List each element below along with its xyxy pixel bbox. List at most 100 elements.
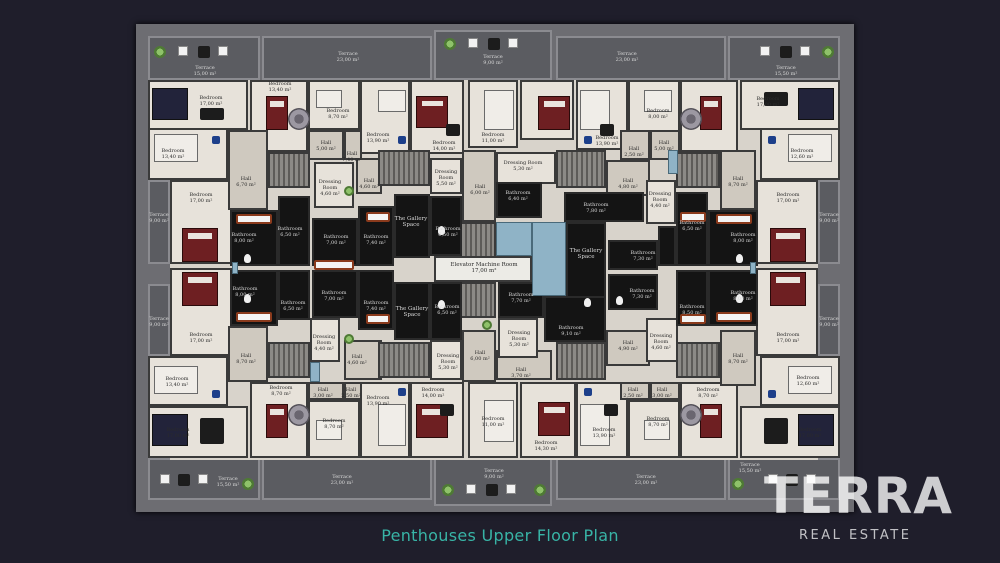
room-label: The Gallery Space	[394, 216, 428, 228]
table	[486, 484, 498, 496]
dressing-room-1	[314, 162, 354, 208]
hall-19	[650, 382, 680, 400]
room-label: Terrace 15,50 m²	[216, 476, 240, 488]
chair	[468, 38, 478, 48]
bed	[798, 88, 834, 120]
terrace-side-left-1	[148, 180, 170, 264]
toilet	[616, 296, 623, 305]
table	[780, 46, 792, 58]
chair	[212, 136, 220, 144]
chair	[218, 46, 228, 56]
room-label: Terrace 9,00 m²	[819, 212, 839, 224]
room-label: Bedroom 14,30 m²	[534, 440, 558, 452]
glass-atrium-1	[496, 222, 532, 256]
staircase-2	[378, 150, 430, 186]
room-label: Hall 5,00 m²	[316, 140, 336, 152]
room-label: Bathroom 8,00 m²	[231, 232, 257, 244]
bathtub	[236, 214, 272, 224]
room-label: Terrace 9,00 m²	[819, 316, 839, 328]
room-label: Bathroom 8,50 m²	[679, 304, 705, 316]
bed	[798, 414, 834, 446]
staircase-3	[556, 150, 606, 188]
staircase-7	[556, 342, 606, 380]
desk	[200, 418, 224, 444]
room-label: Hall 6,00 m²	[470, 184, 490, 196]
room-label: Hall 4,80 m²	[618, 178, 638, 190]
terrace-side-right-1	[818, 180, 840, 264]
twin-beds	[580, 90, 610, 130]
room-label: Bathroom 7,00 m²	[323, 234, 349, 246]
room-label: Bedroom 11,00 m²	[481, 132, 505, 144]
room-label: Bedroom 8,70 m²	[646, 416, 670, 428]
bathroom-18	[544, 296, 606, 342]
room-label: Bedroom 17,00 m²	[166, 427, 190, 439]
plant	[732, 478, 744, 490]
chair	[768, 136, 776, 144]
gallery-space-3	[394, 282, 430, 340]
room-label: Bathroom 6,50 m²	[434, 304, 460, 316]
bathroom-8	[608, 240, 658, 270]
chair	[178, 46, 188, 56]
chair	[398, 136, 406, 144]
room-label: Bathroom 7,40 m²	[363, 234, 389, 246]
plant	[482, 320, 492, 330]
toilet	[736, 294, 743, 303]
rug	[288, 108, 310, 130]
hall-5	[462, 150, 496, 222]
staircase-10	[460, 282, 496, 318]
rug	[680, 108, 702, 130]
chair	[768, 474, 778, 484]
desk	[440, 404, 454, 416]
hall-12	[462, 330, 496, 382]
room-label: Dressing Room 5,30 m²	[436, 353, 460, 371]
room-label: Terrace 9,00 m²	[483, 54, 503, 66]
room-label: Bathroom 7,80 m²	[583, 202, 609, 214]
room-label: Terrace 15,50 m²	[774, 65, 798, 77]
room-label: Bedroom 8,70 m²	[322, 418, 346, 430]
plan-caption: Penthouses Upper Floor Plan	[381, 526, 619, 545]
dressing-room-7	[498, 318, 538, 358]
room-label: Bedroom 13,90 m²	[366, 132, 390, 144]
room-label: Hall 6,70 m²	[236, 176, 256, 188]
bedroom-a5	[410, 80, 464, 154]
chair	[584, 136, 592, 144]
room-label: Hall 3,00 m²	[652, 387, 672, 399]
dressing-room-5	[310, 318, 340, 362]
twin-beds	[484, 400, 514, 442]
room-label: Bedroom 17,00 m²	[189, 192, 213, 204]
bathtub	[680, 314, 706, 324]
room-label: Dressing Room 5,50 m²	[434, 169, 458, 187]
glass-strip	[310, 362, 320, 382]
staircase-5	[268, 342, 310, 378]
bed	[152, 414, 188, 446]
bathroom-2	[278, 196, 310, 266]
twin-beds	[378, 90, 406, 112]
hall-17	[344, 382, 362, 400]
room-label: Bedroom 13,90 m²	[595, 135, 619, 147]
room-label: Hall 4,90 m²	[618, 340, 638, 352]
hall-10	[228, 326, 268, 382]
twin-beds	[316, 420, 342, 440]
bed	[770, 228, 806, 262]
gallery-space-1	[394, 194, 430, 258]
room-label: Bedroom 13,40 m²	[161, 148, 185, 160]
bathroom-6	[496, 182, 542, 218]
room-label: Terrace 9,00 m²	[484, 468, 504, 480]
room-label: Bedroom 17,00 m²	[798, 427, 822, 439]
room-label: Bedroom 8,70 m²	[696, 387, 720, 399]
room-label: Terrace 9,00 m²	[149, 212, 169, 224]
room-label: Bedroom 8,70 m²	[326, 108, 350, 120]
bed	[266, 404, 288, 438]
hall-2	[308, 130, 344, 160]
room-label: Bedroom 12,60 m²	[796, 375, 820, 387]
room-label: Bedroom 13,90 m²	[592, 427, 616, 439]
bed	[182, 272, 218, 306]
desk	[604, 404, 618, 416]
room-label: Bathroom 6,40 m²	[505, 190, 531, 202]
chair	[212, 390, 220, 398]
bed	[770, 272, 806, 306]
chair	[508, 38, 518, 48]
plant	[444, 38, 456, 50]
bathroom-13	[278, 270, 310, 320]
